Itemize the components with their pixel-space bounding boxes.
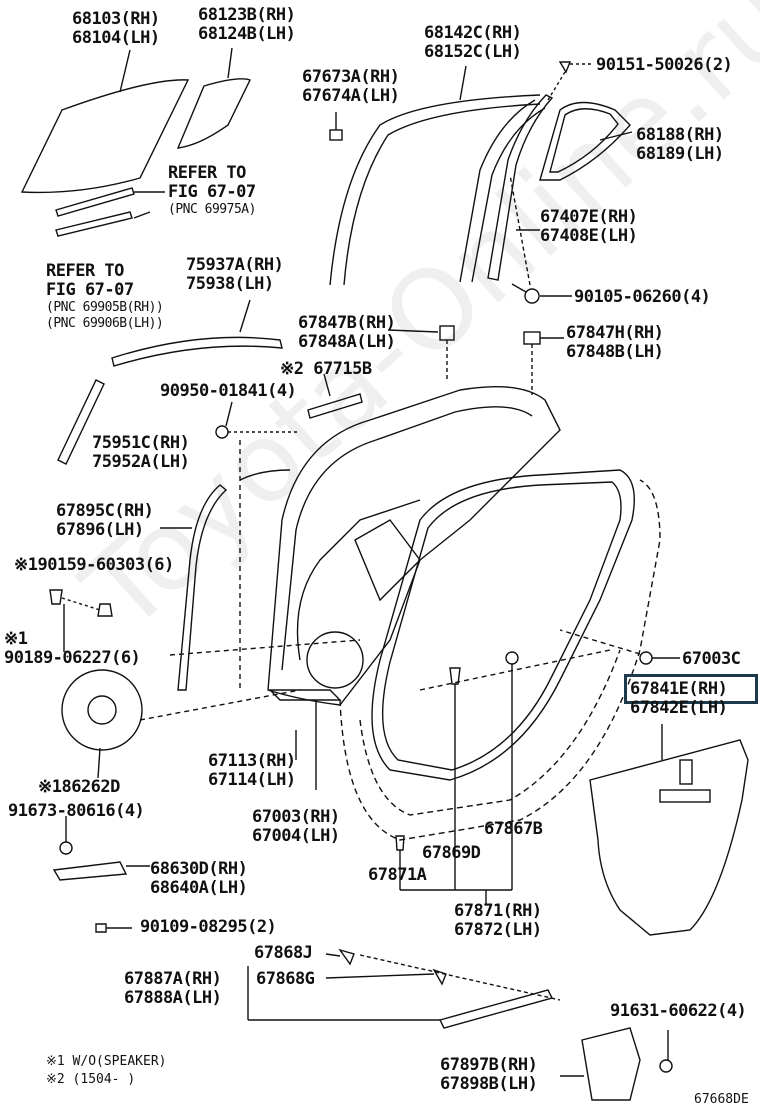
label-68103: 68103(RH)68104(LH) — [72, 9, 160, 48]
label-67867b: 67867B — [484, 819, 543, 839]
label-67871: 67871(RH)67872(LH) — [454, 901, 542, 940]
quarter-frame — [539, 101, 631, 181]
label-68142c: 68142C(RH)68152C(LH) — [424, 23, 522, 62]
door-frame-channel — [329, 94, 541, 286]
rear-door-glass — [20, 79, 190, 194]
footnote-1: ※1 W/O(SPEAKER) — [46, 1054, 167, 1069]
glass-run-strip-lower — [55, 211, 133, 237]
door-check — [52, 861, 128, 881]
label-67895c: 67895C(RH)67896(LH) — [56, 501, 154, 540]
figure-number: 67668DE — [694, 1092, 749, 1107]
label-67871a: 67871A — [368, 865, 427, 885]
door-opening-weatherstrip — [371, 469, 635, 781]
door-trim-strip — [307, 393, 363, 419]
service-hole-cover — [589, 739, 749, 936]
label-75937a: 75937A(RH)75938(LH) — [186, 255, 284, 294]
label-67847b: 67847B(RH)67848A(LH) — [298, 313, 396, 352]
window-molding — [57, 379, 105, 465]
division-bar — [487, 94, 554, 281]
label-68123b: 68123B(RH)68124B(LH) — [198, 5, 296, 44]
label-68188: 68188(RH)68189(LH) — [636, 125, 724, 164]
label-67897b: 67897B(RH)67898B(LH) — [440, 1055, 538, 1094]
label-67869d: 67869D — [422, 843, 481, 863]
label-67003c: 67003C — [682, 649, 741, 669]
front-door-weatherstrip — [177, 484, 228, 691]
label-90151: 90151-50026(2) — [596, 55, 733, 75]
label-91631: 91631-60622(4) — [610, 1001, 747, 1021]
label-86262d: ※186262D — [38, 777, 120, 797]
label-68630d: 68630D(RH)68640A(LH) — [150, 859, 248, 898]
highlight-box — [624, 674, 758, 704]
rear-bracket — [581, 1027, 641, 1101]
label-90105: 90105-06260(4) — [574, 287, 711, 307]
label-67868j: 67868J — [254, 943, 313, 963]
label-67113: 67113(RH)67114(LH) — [208, 751, 296, 790]
label-90109: 90109-08295(2) — [140, 917, 277, 937]
label-67003: 67003(RH)67004(LH) — [252, 807, 340, 846]
label-91673: 91673-80616(4) — [8, 801, 145, 821]
lower-molding — [438, 989, 554, 1029]
label-67868g: 67868G — [256, 969, 315, 989]
label-67407e: 67407E(RH)67408E(LH) — [540, 207, 638, 246]
belt-molding — [111, 336, 283, 367]
glass-run-strip-upper — [55, 187, 135, 217]
speaker — [61, 669, 143, 751]
label-75951c: 75951C(RH)75952A(LH) — [92, 433, 190, 472]
quarter-window-glass — [176, 78, 251, 149]
label-67715b: ※2 67715B — [280, 359, 372, 379]
footnote-2: ※2 (1504- ) — [46, 1072, 136, 1087]
door-outer-panel — [267, 386, 561, 706]
label-67887a: 67887A(RH)67888A(LH) — [124, 969, 222, 1008]
label-67841e: 67841E(RH)67842E(LH) — [630, 679, 728, 718]
label-90159: ※190159-60303(6) — [14, 555, 174, 575]
label-67847h: 67847H(RH)67848B(LH) — [566, 323, 664, 362]
label-90950: 90950-01841(4) — [160, 381, 297, 401]
label-67673a: 67673A(RH)67674A(LH) — [302, 67, 400, 106]
